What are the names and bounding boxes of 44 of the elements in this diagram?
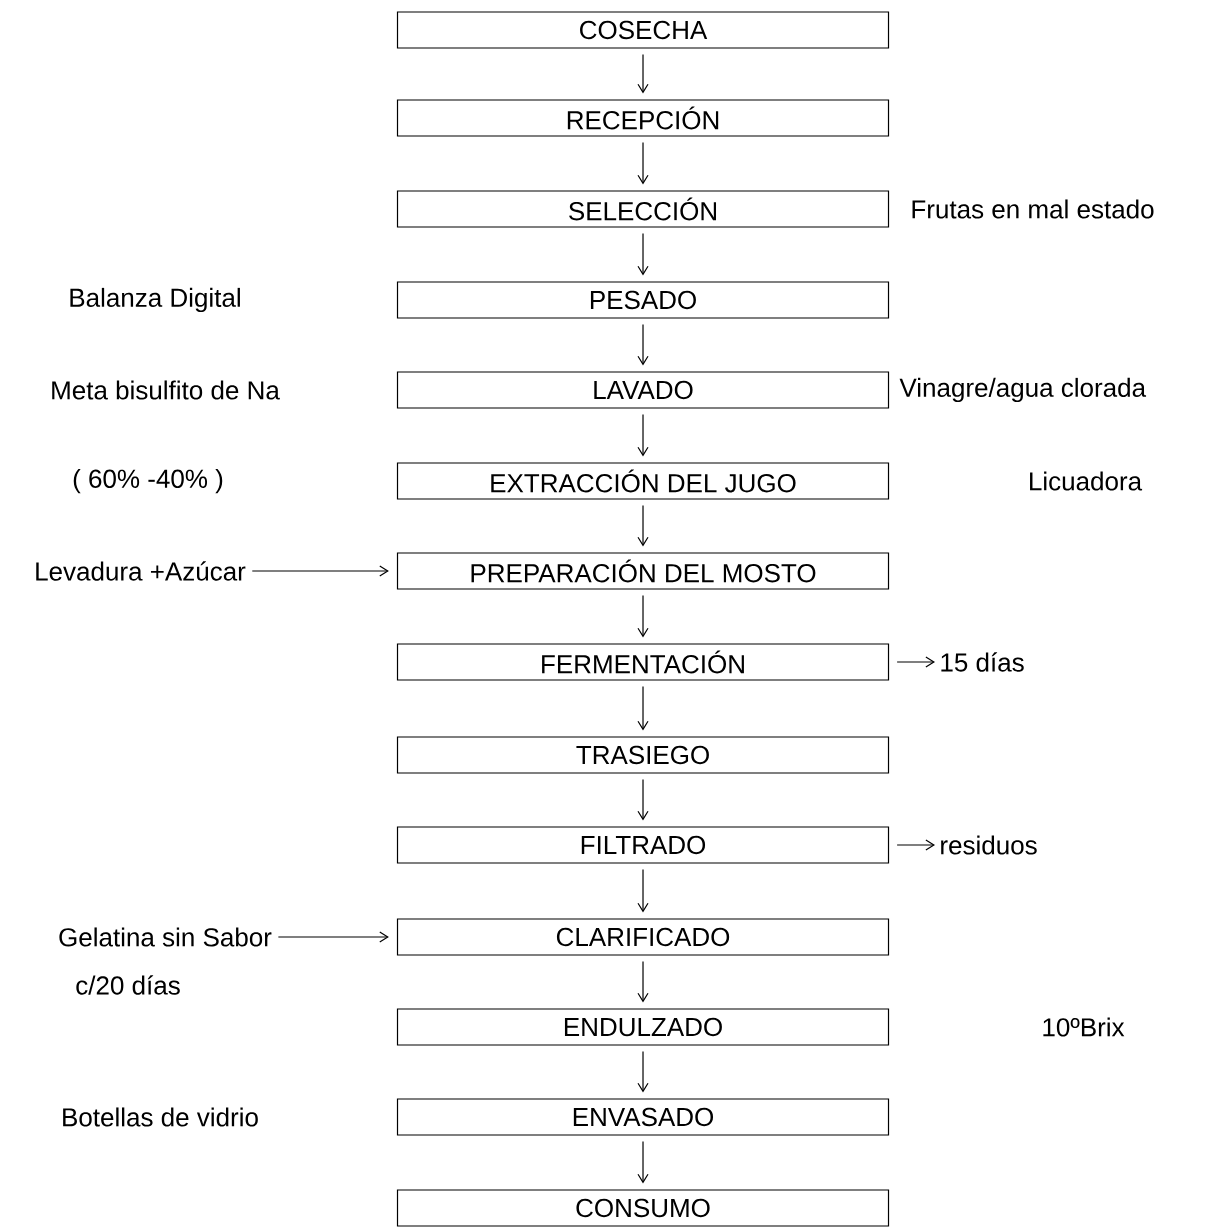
side-note: Vinagre/agua clorada xyxy=(899,377,1147,403)
side-note: ( 60% -40% ) xyxy=(73,468,223,494)
arrow xyxy=(637,779,649,821)
arrow xyxy=(637,54,649,94)
process-box: FERMENTACIÓN xyxy=(396,643,890,681)
step-note: residuos xyxy=(941,835,1037,855)
process-box: ENVASADO xyxy=(396,1098,890,1136)
process-box: PESADO xyxy=(396,281,890,319)
side-note: Frutas en mal estado xyxy=(912,199,1154,219)
side-note: Meta bisulfito de Na xyxy=(52,380,280,400)
arrow xyxy=(637,869,649,913)
arrow xyxy=(637,142,649,185)
process-box: TRASIEGO xyxy=(396,736,890,774)
process-box: CLARIFICADO xyxy=(396,918,890,956)
side-note: Licuadora xyxy=(1030,471,1143,491)
arrow xyxy=(637,1141,649,1184)
process-box: COSECHA xyxy=(396,11,890,49)
step-note: Gelatina sin Sabor xyxy=(59,927,272,947)
arrow xyxy=(637,233,649,276)
arrow xyxy=(637,961,649,1003)
arrow xyxy=(251,565,389,577)
process-box: LAVADO xyxy=(396,371,890,409)
side-note: Balanza Digital xyxy=(70,287,240,313)
process-box: PREPARACIÓN DEL MOSTO xyxy=(396,552,890,590)
step-note: 15 días xyxy=(941,652,1024,672)
step-note: Levadura +Azúcar xyxy=(36,561,246,581)
process-box: EXTRACCIÓN DEL JUGO xyxy=(396,462,890,500)
process-box: ENDULZADO xyxy=(396,1008,890,1046)
side-note: 10ºBrix xyxy=(1043,1017,1125,1037)
process-box: SELECCIÓN xyxy=(396,190,890,228)
arrow xyxy=(637,324,649,366)
process-box: CONSUMO xyxy=(396,1189,890,1227)
side-note: Botellas de vidrio xyxy=(63,1107,258,1127)
arrow xyxy=(896,656,935,668)
arrow xyxy=(277,931,389,943)
process-box: FILTRADO xyxy=(396,826,890,864)
arrow xyxy=(896,839,935,851)
arrow xyxy=(637,505,649,547)
arrow xyxy=(637,686,649,731)
side-note: c/20 días xyxy=(76,975,180,995)
arrow xyxy=(637,1051,649,1093)
arrow xyxy=(637,414,649,457)
arrow xyxy=(637,595,649,638)
process-box: RECEPCIÓN xyxy=(396,99,890,137)
